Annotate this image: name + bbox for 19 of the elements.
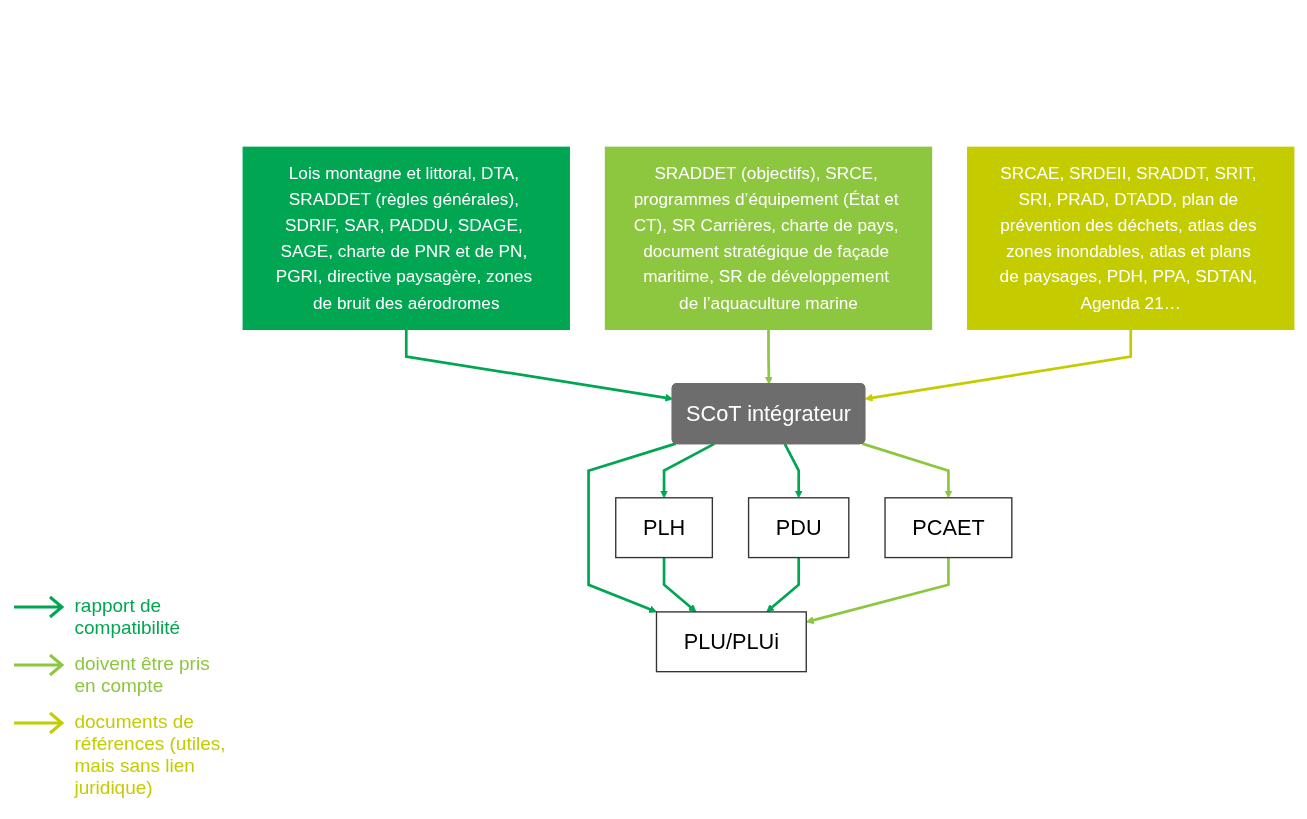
arrow	[587, 442, 677, 613]
arrow	[660, 442, 715, 499]
arrow	[662, 557, 697, 613]
legend-text: rapport de compatibilité	[74, 595, 182, 639]
legend-text: documents de références (utiles, mais sans lien juridique)	[74, 711, 227, 799]
arrow	[766, 557, 801, 613]
arrow	[764, 329, 773, 385]
node-box	[242, 146, 570, 331]
node-box	[604, 146, 933, 331]
flow-diagram: Lois montagne et littoral, DTA, SRADDET (règles générales), SDRIF, SAR, PADDU, SDAGE, SAGE, charte de PNR et de PN, PGRI, directive paysagère, zones de bruit des aérodromes SRADDET (objectifs), SRCE, programmes d’équipement (État et CT), SR Carrières, charte de pays, document stratégique de façade maritime, SR de développement de l’aquaculture marine SRCAE, SRDEII, SRADDT, SRIT, SRI, PRAD, DTADD, plan de prévention des déchets, atlas des zones inondables, atlas et plans de paysages, PDH, PPA, SDTAN, Agenda 21… SCoT intégrateur PLH PDU PCAET PLU/PLUi	[236, 6, 1301, 813]
arrow	[864, 329, 1133, 402]
arrow	[861, 442, 953, 499]
node-box	[655, 611, 807, 673]
node-box	[967, 146, 1295, 331]
node-box	[747, 497, 850, 559]
legend-text: doivent être pris en compte	[74, 653, 211, 697]
arrow	[783, 443, 803, 499]
node-box	[615, 497, 714, 559]
node-box	[884, 497, 1013, 559]
